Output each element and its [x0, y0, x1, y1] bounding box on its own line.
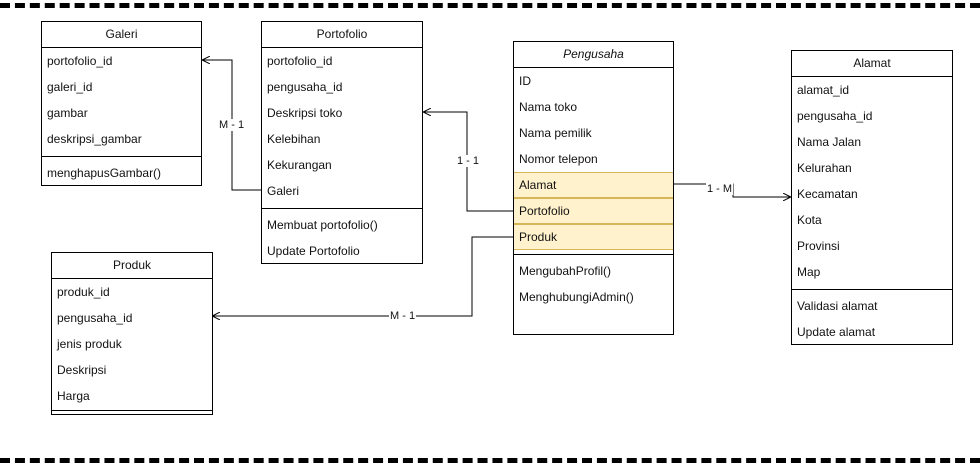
- method-menghapus-gambar: menghapusGambar(): [47, 166, 162, 180]
- class-galeri-title: Galeri: [42, 22, 201, 48]
- relation-label-pengusaha-produk: M - 1: [389, 310, 417, 322]
- class-portofolio[interactable]: Portofolio portofolio_id pengusaha_id De…: [261, 21, 423, 264]
- method-menghubungi-admin: MenghubungiAdmin(): [519, 290, 634, 304]
- attr-gambar: gambar: [47, 106, 88, 120]
- attr-produk-id: produk_id: [57, 285, 110, 299]
- top-dashed-border: [0, 3, 980, 8]
- class-pengusaha-title: Pengusaha: [514, 42, 673, 68]
- class-alamat[interactable]: Alamat alamat_id pengusaha_id Nama Jalan…: [791, 50, 953, 345]
- attr-deskripsi: Deskripsi: [57, 363, 107, 377]
- attr-nama-toko: Nama toko: [519, 100, 578, 114]
- edge-pengusaha-produk: [213, 236, 514, 316]
- method-validasi-alamat: Validasi alamat: [797, 299, 878, 313]
- class-alamat-divider: [792, 289, 952, 290]
- attr-nomor-telepon: Nomor telepon: [519, 152, 598, 166]
- class-produk[interactable]: Produk produk_id pengusaha_id jenis prod…: [51, 252, 213, 415]
- relation-label-portofolio-pengusaha: 1 - 1: [456, 155, 481, 167]
- class-galeri[interactable]: Galeri portofolio_id galeri_id gambar de…: [41, 21, 202, 186]
- attr-galeri: Galeri: [267, 184, 300, 198]
- attr-pengusaha-id: pengusaha_id: [57, 311, 133, 325]
- bottom-dashed-border: [0, 458, 980, 463]
- attr-nama-pemilik: Nama pemilik: [519, 126, 592, 140]
- attr-kelebihan: Kelebihan: [267, 132, 321, 146]
- attr-alamat: Alamat: [514, 172, 673, 198]
- attr-provinsi: Provinsi: [797, 239, 840, 253]
- attr-jenis-produk: jenis produk: [57, 337, 122, 351]
- attr-deskripsi-toko: Deskripsi toko: [267, 106, 343, 120]
- attr-map: Map: [797, 265, 821, 279]
- class-alamat-title: Alamat: [792, 51, 952, 77]
- attr-kekurangan: Kekurangan: [267, 158, 332, 172]
- method-update-alamat: Update alamat: [797, 325, 876, 339]
- relation-label-galeri-portofolio: M - 1: [218, 119, 246, 131]
- class-produk-title: Produk: [52, 253, 212, 279]
- attr-galeri-id: galeri_id: [47, 80, 93, 94]
- attr-nama-jalan: Nama Jalan: [797, 135, 862, 149]
- class-produk-divider: [52, 410, 212, 411]
- attr-portofolio-id: portofolio_id: [267, 54, 333, 68]
- class-pengusaha-divider: [514, 254, 673, 255]
- attr-deskripsi-gambar: deskripsi_gambar: [47, 132, 142, 146]
- attr-pengusaha-id: pengusaha_id: [267, 80, 343, 94]
- attr-portofolio: Portofolio: [514, 198, 673, 224]
- attr-portofolio-id: portofolio_id: [47, 54, 113, 68]
- class-portofolio-divider: [262, 208, 422, 209]
- method-mengubah-profil: MengubahProfil(): [519, 264, 612, 278]
- attr-kecamatan: Kecamatan: [797, 187, 858, 201]
- method-update-portofolio: Update Portofolio: [267, 244, 360, 258]
- attr-produk: Produk: [514, 224, 673, 250]
- attr-kota: Kota: [797, 213, 822, 227]
- method-membuat-portofolio: Membuat portofolio(): [267, 218, 378, 232]
- attr-pengusaha-id: pengusaha_id: [797, 109, 873, 123]
- attr-harga: Harga: [57, 389, 90, 403]
- attr-id: ID: [519, 74, 531, 88]
- class-pengusaha[interactable]: Pengusaha ID Nama toko Nama pemilik Nomo…: [513, 41, 674, 335]
- class-portofolio-title: Portofolio: [262, 22, 422, 48]
- attr-kelurahan: Kelurahan: [797, 161, 852, 175]
- relation-label-pengusaha-alamat: 1 - M: [706, 183, 734, 195]
- class-galeri-divider: [42, 156, 201, 157]
- attr-alamat-id: alamat_id: [797, 83, 850, 97]
